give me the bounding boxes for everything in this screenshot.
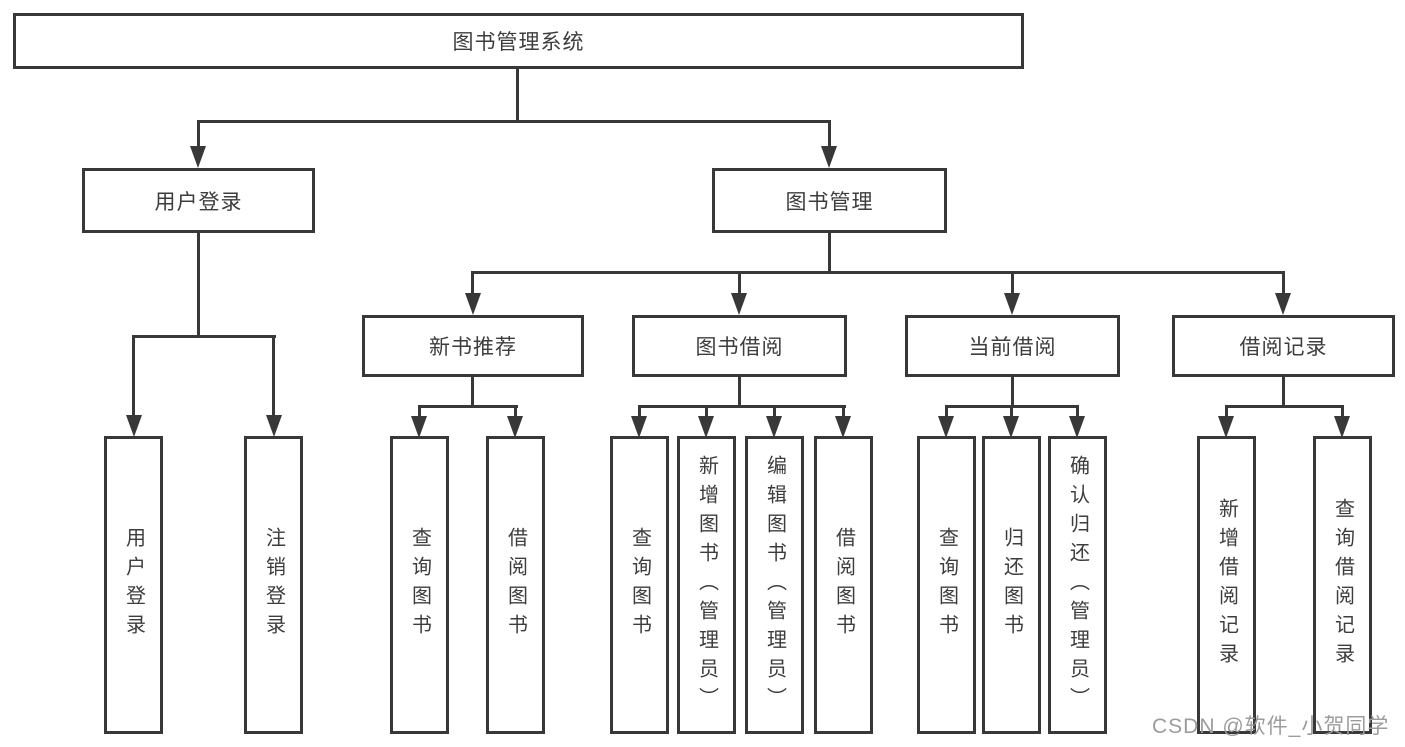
connector-line [1282,271,1285,295]
leaf-label: 编辑图书（管理员） [763,454,786,716]
connector-line [132,335,276,338]
arrowhead-down [631,416,647,438]
arrowhead-down [1334,416,1350,438]
connector-line [1011,271,1014,295]
leaf-label: 查询图书 [935,527,958,643]
arrowhead-down [126,415,142,437]
leaf-edit-book-admin: 编辑图书（管理员） [745,436,804,734]
arrowhead-down [938,416,954,438]
leaf-label: 新增图书（管理员） [695,454,718,716]
connector-line [1225,405,1228,417]
csdn-watermark: CSDN @软件_小贺同学 [1152,715,1390,738]
leaf-add-book-admin: 新增图书（管理员） [677,436,736,734]
node-label: 图书管理 [785,190,874,214]
leaf-label: 确认归还（管理员） [1066,454,1089,716]
connector-line [638,405,846,408]
leaf-label: 查询图书 [408,527,431,643]
node-label: 图书管理系统 [452,31,585,54]
arrowhead-down [190,146,206,168]
connector-line [738,271,741,295]
connector-line [197,233,200,338]
leaf-query-books-current: 查询图书 [917,436,976,734]
leaf-label: 新增借阅记录 [1215,498,1238,672]
connector-line [514,405,517,417]
leaf-label: 用户登录 [122,527,145,643]
connector-line [132,335,135,417]
leaf-label: 查询借阅记录 [1331,498,1354,672]
connector-line [516,68,519,120]
leaf-label: 归还图书 [1000,527,1023,643]
connector-line [1282,377,1285,408]
arrowhead-down [698,416,714,438]
node-borrowing-records: 借阅记录 [1172,315,1395,377]
node-library-management-system: 图书管理系统 [13,13,1024,69]
connector-line [842,405,845,417]
leaf-query-borrow-record: 查询借阅记录 [1313,436,1372,734]
leaf-label: 查询图书 [628,527,651,643]
node-current-borrowing: 当前借阅 [905,315,1120,377]
arrowhead-down [1218,416,1234,438]
connector-line [1011,377,1014,408]
connector-line [272,335,275,417]
node-label: 当前借阅 [968,336,1057,359]
leaf-user-login: 用户登录 [104,436,163,734]
leaf-label: 借阅图书 [504,527,527,643]
arrowhead-down [411,416,427,438]
connector-line [828,233,831,274]
connector-line [1225,405,1344,408]
connector-line [1010,405,1013,417]
node-label: 用户登录 [154,190,243,214]
leaf-borrow-books: 借阅图书 [814,436,873,734]
arrowhead-down [1275,293,1291,315]
leaf-add-borrow-record: 新增借阅记录 [1197,436,1256,734]
connector-line [197,120,831,123]
node-label: 新书推荐 [429,336,517,359]
leaf-borrow-books-recommend: 借阅图书 [486,436,545,734]
node-label: 图书借阅 [695,336,784,359]
connector-line [638,405,641,417]
arrowhead-down [1003,416,1019,438]
connector-line [1341,405,1344,417]
leaf-query-books-borrowing: 查询图书 [610,436,669,734]
leaf-label: 借阅图书 [832,527,855,643]
connector-line [471,377,474,408]
arrowhead-down [266,415,282,437]
leaf-confirm-return-admin: 确认归还（管理员） [1048,436,1107,734]
arrowhead-down [507,416,523,438]
arrowhead-down [1069,416,1085,438]
connector-line [418,405,518,408]
node-book-borrowing: 图书借阅 [632,315,847,377]
arrowhead-down [835,416,851,438]
node-label: 借阅记录 [1239,336,1328,359]
connector-line [945,405,948,417]
node-book-management: 图书管理 [712,168,947,233]
arrowhead-down [766,416,782,438]
connector-line [828,120,831,148]
connector-line [471,271,1284,274]
connector-line [705,405,708,417]
connector-line [1076,405,1079,417]
connector-line [471,271,474,295]
connector-line [773,405,776,417]
arrowhead-down [1004,293,1020,315]
arrowhead-down [731,293,747,315]
connector-line [418,405,421,417]
node-new-book-recommendation: 新书推荐 [362,315,584,377]
leaf-query-books-recommend: 查询图书 [390,436,449,734]
leaf-return-books: 归还图书 [982,436,1041,734]
leaf-label: 注销登录 [262,527,285,643]
arrowhead-down [465,293,481,315]
connector-line [738,377,741,408]
arrowhead-down [821,146,837,168]
connector-line [197,120,200,148]
node-user-login: 用户登录 [82,168,315,233]
leaf-logout: 注销登录 [244,436,303,734]
